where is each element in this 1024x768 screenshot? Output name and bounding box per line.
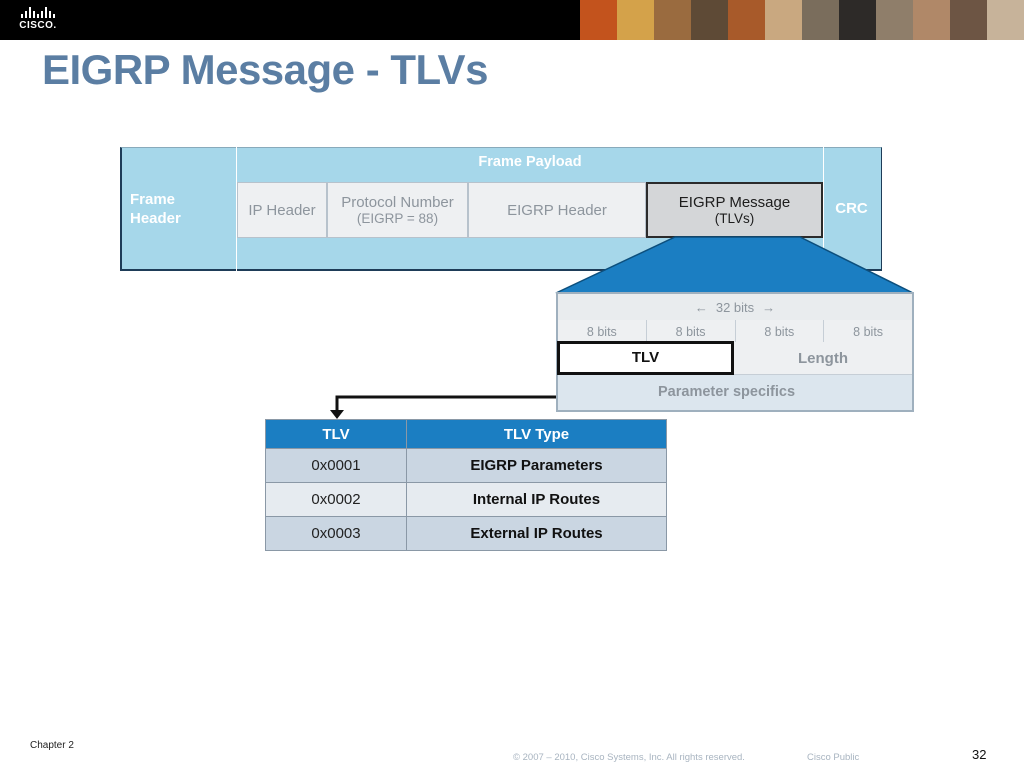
- banner-photo-strip: [580, 0, 1024, 40]
- banner-photo: [765, 0, 802, 40]
- banner-photo: [839, 0, 876, 40]
- banner-photo: [617, 0, 654, 40]
- cisco-logo-bars: [8, 6, 68, 18]
- byte-labels-row: 8 bits 8 bits 8 bits 8 bits: [558, 320, 912, 345]
- banner-photo: [654, 0, 691, 40]
- tlv-code-cell: 0x0002: [265, 482, 407, 517]
- banner-photo: [876, 0, 913, 40]
- frame-header-line2: Header: [130, 210, 181, 227]
- eigrp-header-label: EIGRP Header: [507, 201, 607, 219]
- banner-photo: [580, 0, 617, 40]
- parameter-specifics-field: Parameter specifics: [558, 375, 912, 410]
- tlv-type-column-header: TLV Type: [406, 419, 667, 449]
- page-number: 32: [972, 747, 987, 762]
- zoom-wedge: [555, 236, 914, 294]
- protocol-number-cell: Protocol Number (EIGRP = 88): [327, 182, 468, 238]
- eigrp-header-cell: EIGRP Header: [468, 182, 646, 238]
- cisco-logo: CISCO.: [8, 6, 68, 34]
- banner-photo: [728, 0, 765, 40]
- protocol-number-sub: (EIGRP = 88): [356, 211, 439, 226]
- ip-header-cell: IP Header: [237, 182, 327, 238]
- tlv-type-table: TLV TLV Type 0x0001 EIGRP Parameters 0x0…: [265, 419, 667, 551]
- banner-photo: [691, 0, 728, 40]
- length-field: Length: [734, 342, 912, 375]
- banner-photo: [913, 0, 950, 40]
- table-header-row: TLV TLV Type: [265, 419, 667, 449]
- crc-label: CRC: [835, 200, 868, 217]
- chapter-label: Chapter 2: [30, 740, 74, 751]
- frame-header-line1: Frame: [130, 191, 176, 208]
- slide-title: EIGRP Message - TLVs: [42, 46, 488, 93]
- copyright-notice: © 2007 – 2010, Cisco Systems, Inc. All r…: [513, 752, 745, 763]
- tlv-type-cell: Internal IP Routes: [406, 482, 667, 517]
- tlv-type-cell: EIGRP Parameters: [406, 448, 667, 483]
- tlv-field: TLV: [557, 341, 734, 375]
- byte-label: 8 bits: [735, 320, 825, 344]
- ip-header-label: IP Header: [248, 201, 316, 219]
- byte-label: 8 bits: [646, 320, 736, 344]
- banner-photo: [802, 0, 839, 40]
- tlv-column-header: TLV: [265, 419, 407, 449]
- eigrp-message-cell: EIGRP Message (TLVs): [646, 182, 823, 238]
- bits-width-label: 32 bits: [715, 299, 755, 315]
- table-row: 0x0001 EIGRP Parameters: [265, 448, 667, 483]
- arrow-left-icon: ←: [694, 299, 708, 315]
- crc-cell: [823, 147, 882, 271]
- table-row: 0x0002 Internal IP Routes: [265, 482, 667, 517]
- frame-payload-label: Frame Payload: [478, 154, 582, 170]
- classification-label: Cisco Public: [807, 752, 860, 763]
- arrow-right-icon: →: [762, 299, 776, 315]
- tlv-code-cell: 0x0003: [265, 516, 407, 551]
- bits-width-row: ← 32 bits →: [558, 294, 912, 321]
- table-row: 0x0003 External IP Routes: [265, 516, 667, 551]
- tlv-type-cell: External IP Routes: [406, 516, 667, 551]
- connector-arrowhead: [330, 410, 344, 419]
- eigrp-message-sub: (TLVs): [714, 211, 755, 226]
- byte-label: 8 bits: [824, 320, 912, 344]
- banner-photo: [950, 0, 987, 40]
- cisco-logo-text: CISCO.: [19, 20, 57, 31]
- byte-label: 8 bits: [558, 320, 647, 344]
- protocol-number-label: Protocol Number: [341, 194, 454, 211]
- tlv-code-cell: 0x0001: [265, 448, 407, 483]
- banner-photo: [987, 0, 1024, 40]
- eigrp-message-label: EIGRP Message: [678, 194, 791, 211]
- frame-header-cell: Frame Header: [120, 147, 237, 271]
